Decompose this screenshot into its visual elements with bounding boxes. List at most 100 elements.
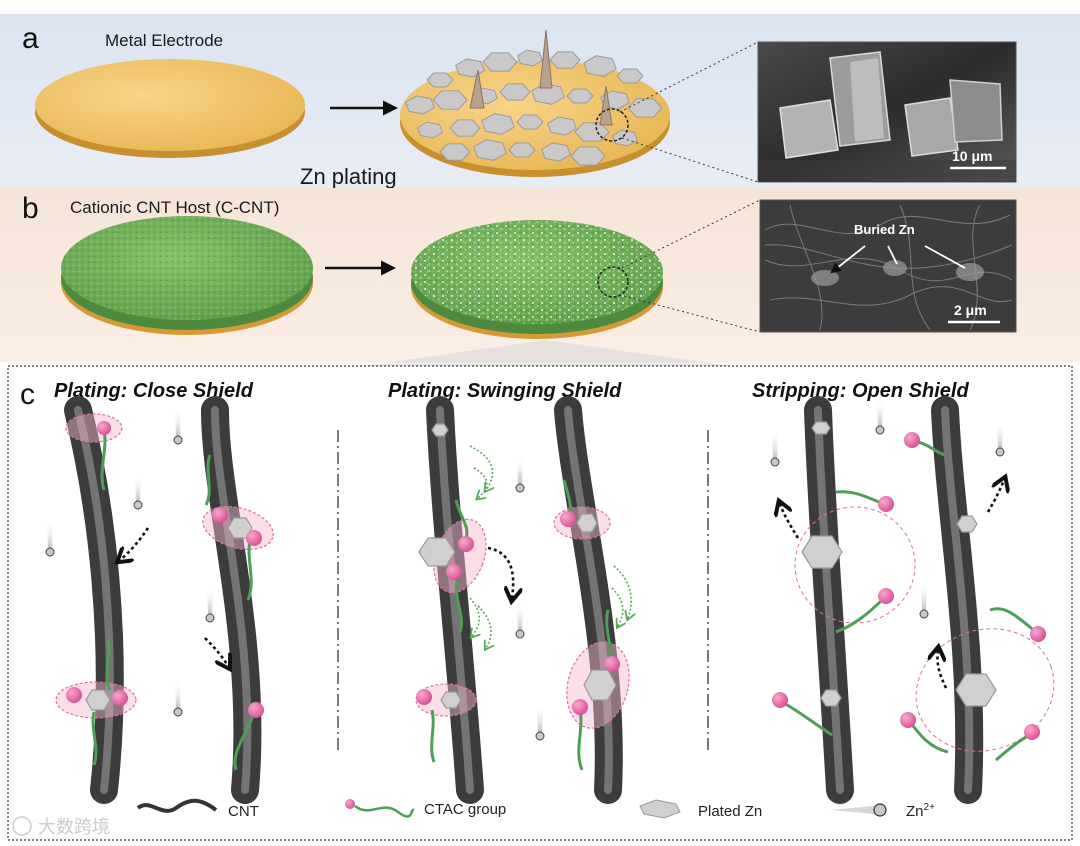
legend-ctac-head: [345, 799, 355, 809]
ctac-head: [66, 687, 82, 703]
ctac-head: [560, 511, 576, 527]
zn-hexagon: [531, 83, 565, 105]
zn-ion-trail: [877, 398, 883, 430]
panel-c-funnel: [350, 340, 745, 368]
legend-cnt-label: CNT: [228, 803, 259, 820]
panel-a-letter: a: [22, 22, 39, 55]
zn-hexagon: [627, 98, 663, 118]
swing-arrows: [469, 445, 631, 648]
zn-dendrite: [599, 85, 613, 126]
zoom-line: [623, 295, 761, 333]
plated-zn-hex: [820, 689, 842, 707]
ctac-head: [248, 702, 264, 718]
ctac-head: [112, 690, 128, 706]
cnt-host-disc: [61, 216, 313, 335]
zn-ion-trail: [517, 456, 523, 488]
zn-ion: [173, 707, 183, 717]
metal-electrode-label: Metal Electrode: [105, 31, 223, 50]
legend-ctac-label: CTAC group: [424, 801, 506, 818]
zn-ion: [770, 457, 780, 467]
zn-hexagon: [416, 121, 444, 139]
zn-plating-label: Zn plating: [300, 164, 397, 189]
zn-ion: [875, 425, 885, 435]
plated-zn-hex: [956, 515, 978, 533]
ctac-heads: [66, 421, 1046, 740]
zn-hexagon: [541, 142, 571, 162]
zn-hexagon: [481, 113, 515, 135]
zn-ion-trail: [175, 408, 181, 440]
zn-hexagon: [432, 90, 468, 110]
ctac-head: [1024, 724, 1040, 740]
zn-hexagon: [473, 139, 507, 161]
zn-ion: [205, 613, 215, 623]
title-close-shield: Plating: Close Shield: [54, 380, 254, 402]
sem-image-a: 10 μm: [757, 41, 1017, 183]
panel-c-frame: [7, 365, 1073, 841]
ctac-head: [212, 507, 228, 523]
zn-ion-trail: [47, 520, 53, 552]
ctac-head: [1030, 626, 1046, 642]
ctac-head: [446, 564, 462, 580]
plated-zn-hex: [801, 535, 843, 569]
legend-ctac-chain: [354, 804, 415, 818]
legend-ion-icon: [873, 803, 887, 817]
plated-zn-particles: [85, 421, 997, 711]
watermark-logo-icon: [12, 816, 32, 836]
panel-b: b Cationic CNT Host (C-CNT): [0, 188, 1080, 368]
ctac-head: [246, 530, 262, 546]
legend-plated-zn-label: Plated Zn: [698, 803, 762, 820]
zoom-line: [621, 137, 759, 183]
zn-hexagon: [516, 114, 544, 130]
zn-ion: [133, 500, 143, 510]
metal-electrode-disc: [35, 59, 305, 158]
sem-image-b: Buried Zn 2 μm: [759, 199, 1017, 333]
zn-ion: [515, 483, 525, 493]
zoom-circle-b: [597, 266, 629, 298]
watermark: 大数跨境: [12, 816, 110, 838]
zn-hexagon: [405, 95, 435, 115]
zn-ion: [173, 435, 183, 445]
zn-dendrite: [469, 69, 485, 109]
zn-dendrite: [539, 29, 553, 89]
zn-hexagon: [566, 88, 594, 104]
panel-a: a Metal Electrode Zn plating: [0, 14, 1080, 189]
zn-hexagon: [499, 83, 531, 101]
legend: CNT CTAC group Plated Zn Zn2+: [136, 798, 935, 820]
panel-b-letter: b: [22, 192, 39, 225]
legend-cnt-swatch: [136, 798, 218, 813]
buried-zn-annotation: Buried Zn: [854, 222, 915, 237]
zn-hexagon: [508, 142, 536, 158]
title-swinging-shield: Plating: Swinging Shield: [388, 380, 622, 402]
ctac-head: [458, 536, 474, 552]
title-open-shield: Stripping: Open Shield: [752, 380, 969, 402]
zn-hexagon: [516, 49, 544, 67]
zn-ion-trail: [207, 586, 213, 618]
open-shield: [915, 628, 1055, 752]
panel-c-letter: c: [20, 378, 35, 411]
sem-b-scale-label: 2 μm: [954, 302, 987, 318]
zn-hexagon: [583, 55, 617, 77]
ctac-head: [97, 421, 111, 435]
zn-hexagon: [439, 143, 471, 161]
legend-ion-trail: [830, 806, 874, 814]
zn-hexagon: [570, 146, 606, 166]
plated-zn-hex: [85, 689, 111, 711]
zn-ion: [995, 447, 1005, 457]
zn-hexagon: [426, 72, 454, 88]
zn-hexagon: [549, 51, 581, 69]
zn-ion-trail: [517, 602, 523, 634]
zoom-line: [619, 41, 759, 113]
legend-zn-ion-label: Zn2+: [906, 802, 935, 820]
zn-ion-trail: [997, 420, 1003, 452]
plated-zn-hex: [811, 421, 831, 435]
zn-hexagon: [611, 129, 639, 147]
zn-hexagon: [449, 119, 481, 137]
zn-ion: [535, 731, 545, 741]
plated-zn-hex: [440, 691, 462, 709]
closed-shield: [65, 413, 123, 443]
zn-hexagon: [616, 68, 644, 84]
ctac-head: [604, 656, 620, 672]
zn-ion-trail: [921, 582, 927, 614]
